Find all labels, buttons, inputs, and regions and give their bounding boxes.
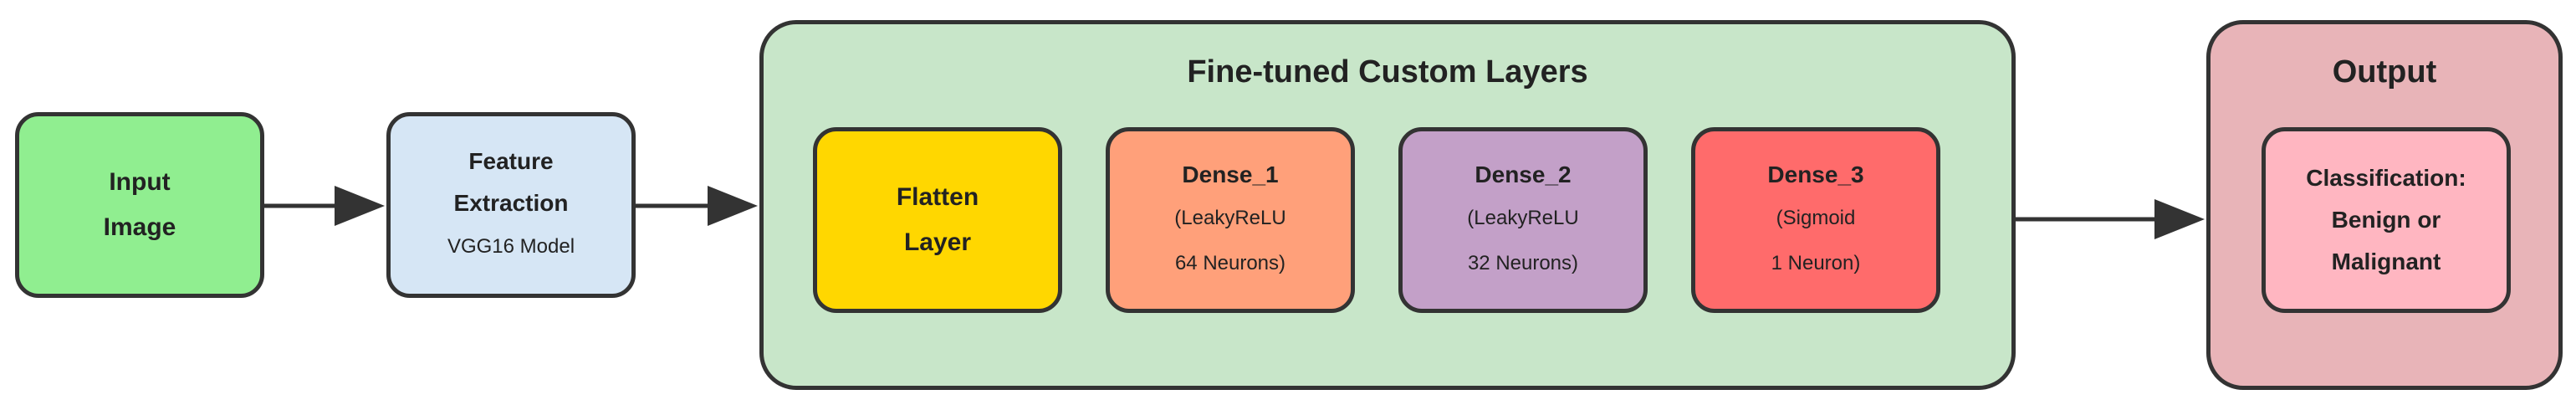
dense-3-title: Dense_3: [1767, 161, 1864, 187]
input-image-label-line1: Input: [109, 168, 171, 196]
classification-label-line1: Classification:: [2306, 165, 2466, 191]
classification-label-line2: Benign or: [2331, 207, 2441, 233]
feature-extraction-label-line2: Extraction: [453, 190, 569, 216]
flatten-layer-node: Flatten Layer: [813, 127, 1062, 313]
classification-node: Classification: Benign or Malignant: [2262, 127, 2511, 313]
feature-extraction-model: VGG16 Model: [447, 235, 575, 258]
custom-layers-title: Fine-tuned Custom Layers: [1187, 54, 1588, 90]
dense-3-neurons: 1 Neuron): [1771, 252, 1861, 274]
arrow-head-input-to-feature: [335, 186, 385, 226]
dense-1-activation: (LeakyReLU: [1174, 207, 1286, 229]
flatten-label-line1: Flatten: [896, 183, 979, 211]
dense-3-activation: (Sigmoid: [1776, 207, 1856, 229]
arrow-head-feature-to-custom: [708, 186, 758, 226]
flatten-label-line2: Layer: [903, 228, 972, 256]
dense-1-title: Dense_1: [1182, 161, 1279, 187]
dense-2-neurons: 32 Neurons): [1467, 252, 1579, 274]
input-image-label-line2: Image: [103, 213, 176, 241]
dense-1-neurons: 64 Neurons): [1174, 252, 1286, 274]
dense-3-node: Dense_3 (Sigmoid 1 Neuron): [1691, 127, 1940, 313]
output-title: Output: [2332, 54, 2437, 90]
dense-1-node: Dense_1 (LeakyReLU 64 Neurons): [1106, 127, 1355, 313]
input-image-node: Input Image: [15, 112, 264, 298]
dense-2-activation: (LeakyReLU: [1467, 207, 1579, 229]
feature-extraction-label-line1: Feature: [468, 148, 554, 174]
dense-2-node: Dense_2 (LeakyReLU 32 Neurons): [1398, 127, 1648, 313]
feature-extraction-node: Feature Extraction VGG16 Model: [386, 112, 636, 298]
arrow-head-custom-to-output: [2154, 199, 2205, 239]
dense-2-title: Dense_2: [1475, 161, 1572, 187]
classification-label-line3: Malignant: [2331, 249, 2441, 274]
